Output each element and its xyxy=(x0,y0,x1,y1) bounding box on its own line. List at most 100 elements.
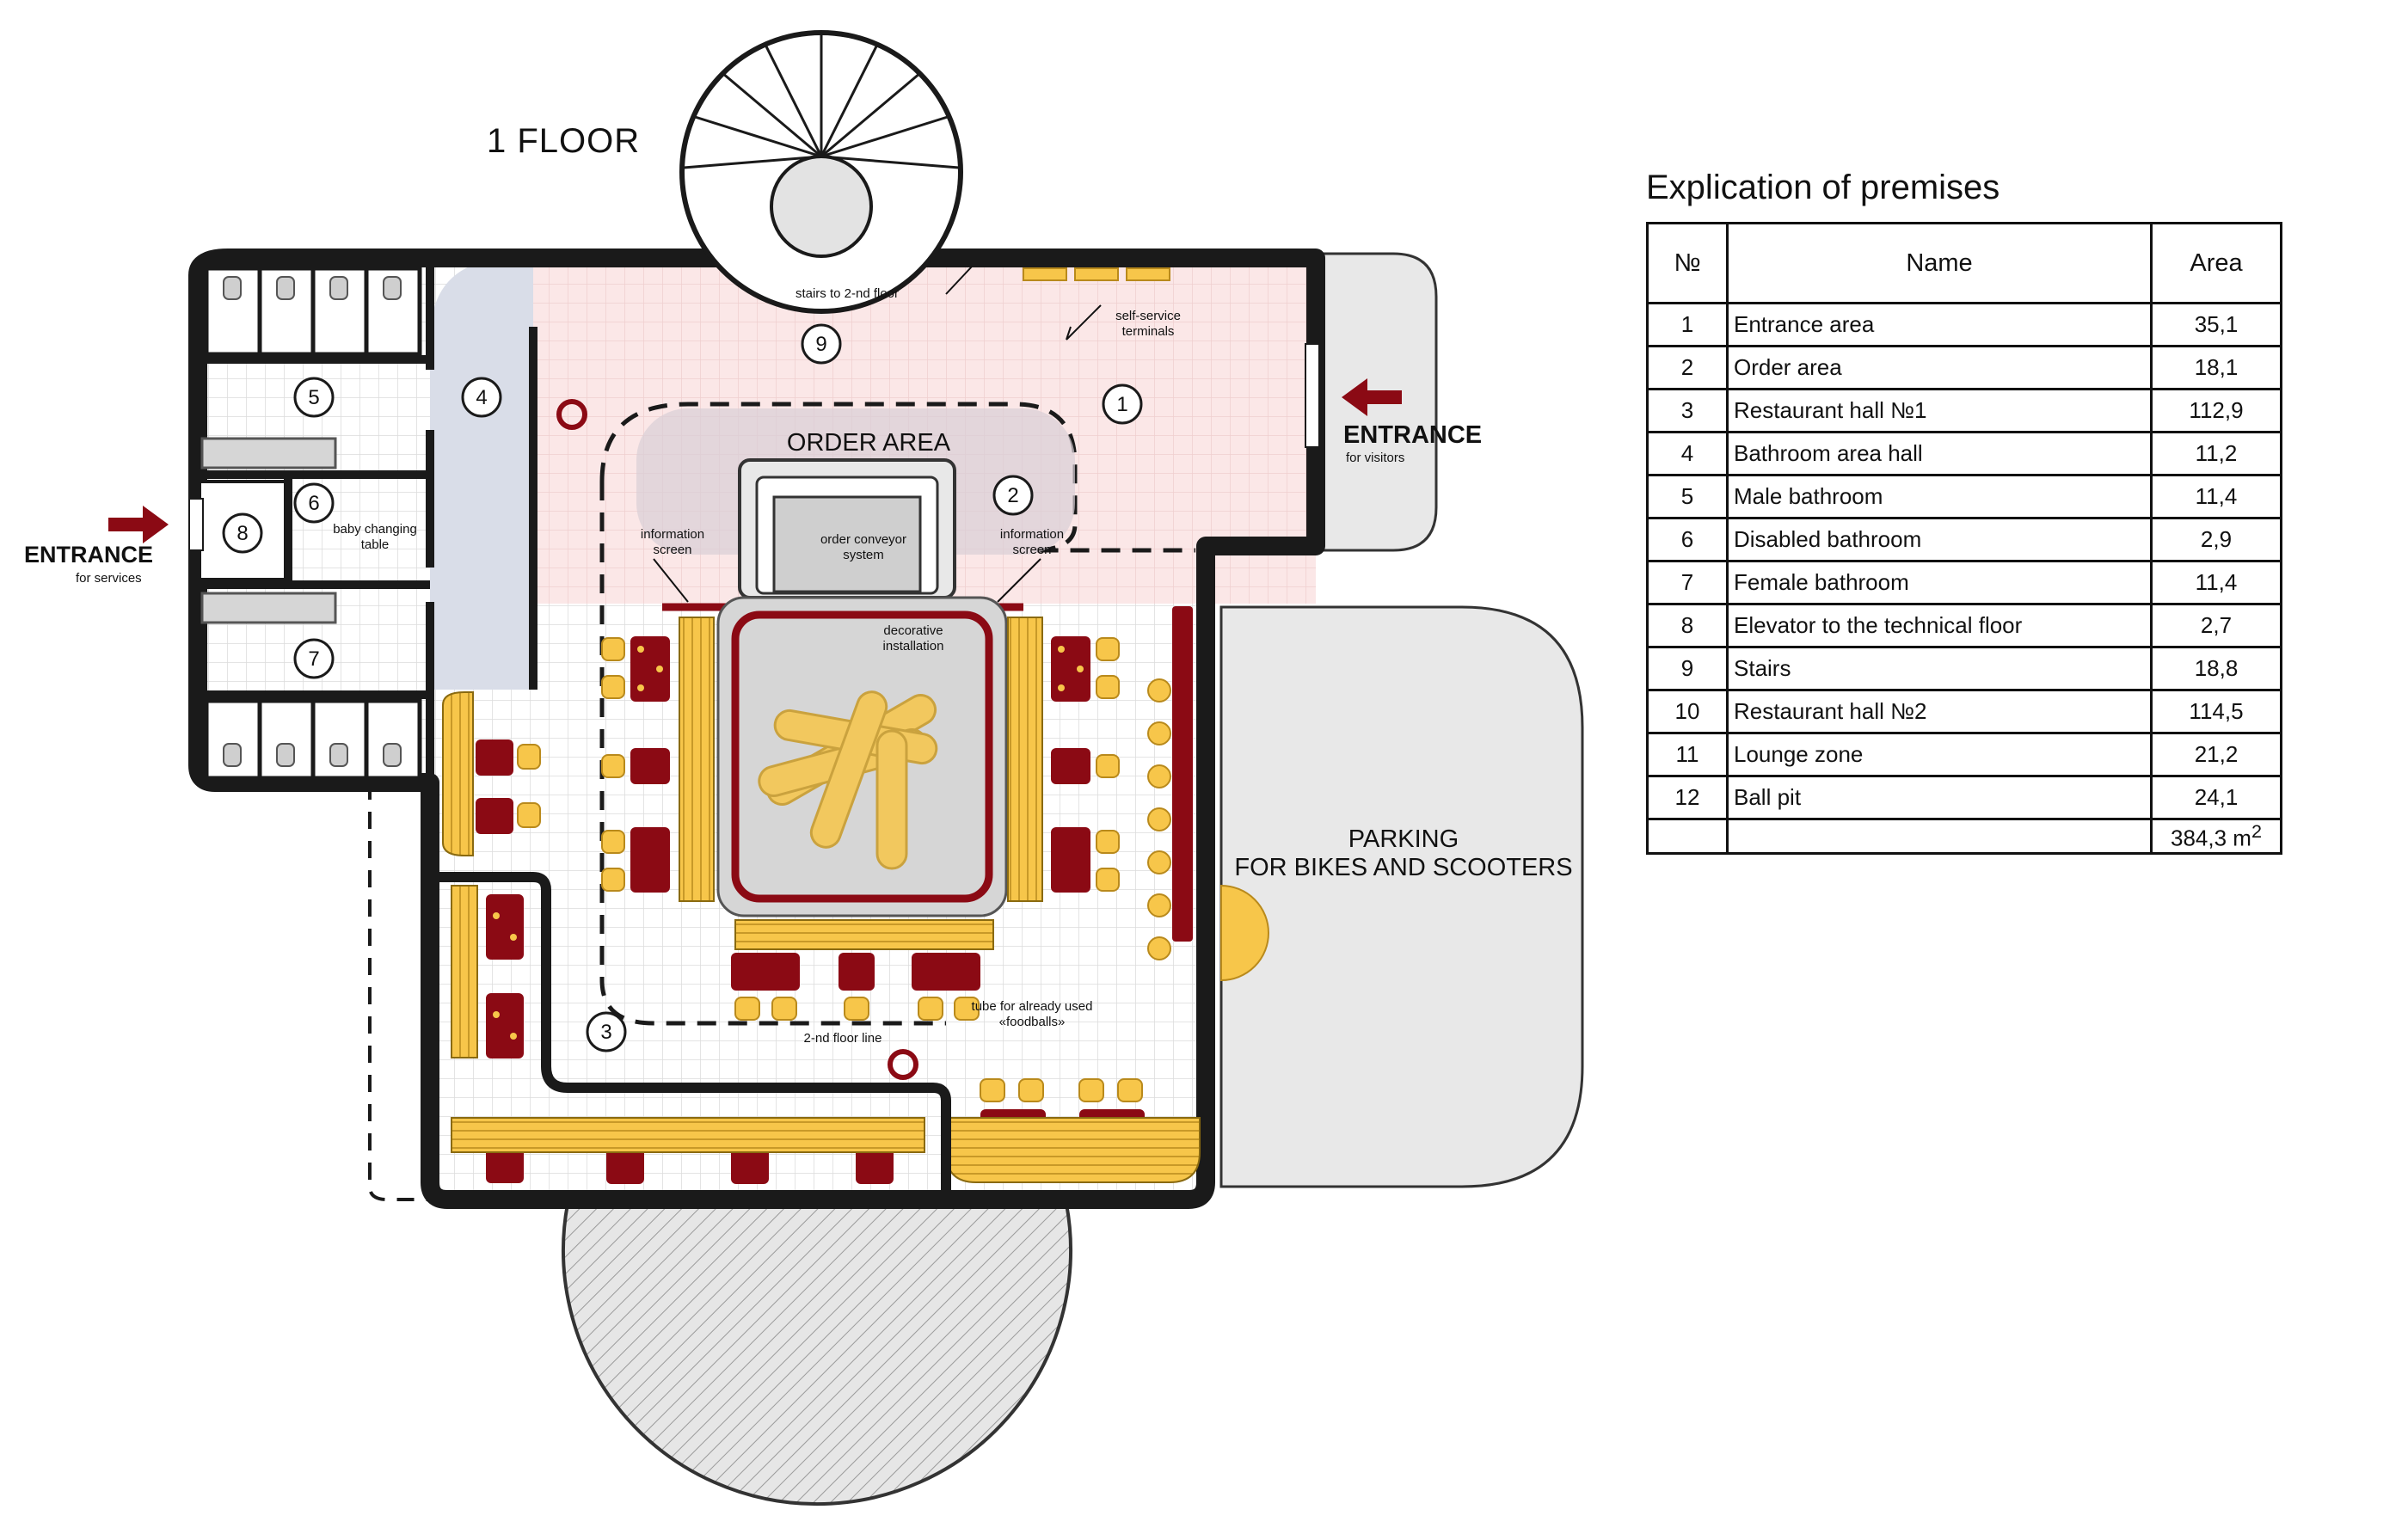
lounge-bench-bottom xyxy=(451,1117,925,1153)
row-area: 11,4 xyxy=(2150,474,2282,519)
total-unit-sup: 2 xyxy=(2251,820,2262,842)
parking-label-1: PARKING xyxy=(1348,825,1459,853)
floor-plan: 1 2 3 4 5 6 7 8 9 ORDER AREA PARKING FOR… xyxy=(24,30,1584,1506)
row-area: 112,9 xyxy=(2150,388,2282,433)
decorative-annotation-1: decorative xyxy=(883,623,943,638)
row-area: 2,7 xyxy=(2150,603,2282,648)
self-service-annotation-1: self-service xyxy=(1115,309,1181,323)
row-name: Lounge zone xyxy=(1726,732,2153,777)
lounge-partition xyxy=(430,872,951,1200)
sink-counter-female xyxy=(200,592,337,624)
sink-counter-male xyxy=(200,437,337,469)
header-number: № xyxy=(1646,222,1729,304)
row-area: 11,4 xyxy=(2150,560,2282,605)
info-screen-right-annotation-2: screen xyxy=(1012,543,1051,557)
row-name: Ball pit xyxy=(1726,775,2153,820)
info-screen-left-annotation-2: screen xyxy=(653,543,691,557)
bench-left xyxy=(679,617,715,902)
row-number: 2 xyxy=(1646,345,1729,390)
bathroom-hall-corridor xyxy=(430,258,533,690)
total-empty-cell xyxy=(1646,818,1729,855)
visitor-entrance-label: ENTRANCE xyxy=(1343,421,1482,449)
row-number: 1 xyxy=(1646,302,1729,347)
outer-wall xyxy=(188,249,1325,1209)
row-number: 11 xyxy=(1646,732,1729,777)
row-number: 8 xyxy=(1646,603,1729,648)
room-marker-6: 6 xyxy=(308,492,319,515)
row-area: 18,1 xyxy=(2150,345,2282,390)
row-number: 12 xyxy=(1646,775,1729,820)
room-marker-7: 7 xyxy=(308,647,319,671)
total-value: 384,3 m xyxy=(2171,825,2251,851)
ball-pit-area xyxy=(562,1202,1072,1506)
service-entrance-sub: for services xyxy=(76,571,142,586)
service-door xyxy=(188,498,204,551)
row-area: 24,1 xyxy=(2150,775,2282,820)
floor-line-annotation: 2-nd floor line xyxy=(804,1031,882,1046)
decorative-annotation-2: installation xyxy=(883,639,944,653)
row-name: Disabled bathroom xyxy=(1726,517,2153,562)
row-name: Stairs xyxy=(1726,646,2153,691)
total-row: 384,3 m2 xyxy=(1646,818,2282,855)
self-service-terminals xyxy=(1023,267,1170,281)
service-entrance-label: ENTRANCE xyxy=(24,542,153,568)
second-floor-line xyxy=(599,482,946,1026)
room-marker-8: 8 xyxy=(236,522,248,545)
lounge-bench-upper xyxy=(442,691,474,856)
row-number: 7 xyxy=(1646,560,1729,605)
row-name: Restaurant hall №2 xyxy=(1726,689,2153,734)
explication-header-row: № Name Area xyxy=(1646,222,2282,304)
baby-changing-annotation-2: table xyxy=(361,537,390,552)
info-screen-right-annotation-1: information xyxy=(1000,527,1064,542)
corner-bench xyxy=(945,1117,1201,1183)
row-name: Restaurant hall №1 xyxy=(1726,388,2153,433)
tube-annotation-2: «foodballs» xyxy=(999,1015,1066,1029)
row-number: 3 xyxy=(1646,388,1729,433)
row-name: Entrance area xyxy=(1726,302,2153,347)
total-empty-cell xyxy=(1726,818,2153,855)
total-area: 384,3 m2 xyxy=(2150,818,2282,855)
row-area: 35,1 xyxy=(2150,302,2282,347)
tube-annotation-1: tube for already used xyxy=(972,999,1093,1014)
service-entrance-arrow xyxy=(108,506,169,543)
room-marker-1: 1 xyxy=(1116,393,1127,416)
explication-title: Explication of premises xyxy=(1646,169,2000,206)
service-path xyxy=(368,782,430,1201)
bench-bottom xyxy=(734,919,994,950)
row-area: 11,2 xyxy=(2150,431,2282,476)
header-area: Area xyxy=(2150,222,2282,304)
info-screen-left-annotation-1: information xyxy=(641,527,704,542)
order-area-outline xyxy=(599,402,1195,553)
row-area: 21,2 xyxy=(2150,732,2282,777)
row-number: 5 xyxy=(1646,474,1729,519)
row-number: 10 xyxy=(1646,689,1729,734)
visitor-door xyxy=(1305,343,1320,448)
decorative-installation xyxy=(758,690,938,870)
parking-label-2: FOR BIKES AND SCOOTERS xyxy=(1234,854,1572,881)
room-markers xyxy=(222,323,1143,1052)
self-service-annotation-2: terminals xyxy=(1122,324,1175,339)
parking-area xyxy=(1219,605,1584,1188)
row-number: 9 xyxy=(1646,646,1729,691)
row-area: 114,5 xyxy=(2150,689,2282,734)
row-name: Male bathroom xyxy=(1726,474,2153,519)
baby-changing-annotation-1: baby changing xyxy=(333,522,417,537)
floor-title: 1 FLOOR xyxy=(487,122,641,160)
row-number: 4 xyxy=(1646,431,1729,476)
order-conveyor-annotation-1: order conveyor xyxy=(820,532,906,547)
lounge-bench-left xyxy=(451,885,478,1058)
order-area-label: ORDER AREA xyxy=(787,429,951,457)
table-dots xyxy=(493,646,1084,1040)
spiral-stairs xyxy=(679,30,963,314)
room-marker-5: 5 xyxy=(308,386,319,409)
column-bottom xyxy=(888,1049,918,1080)
